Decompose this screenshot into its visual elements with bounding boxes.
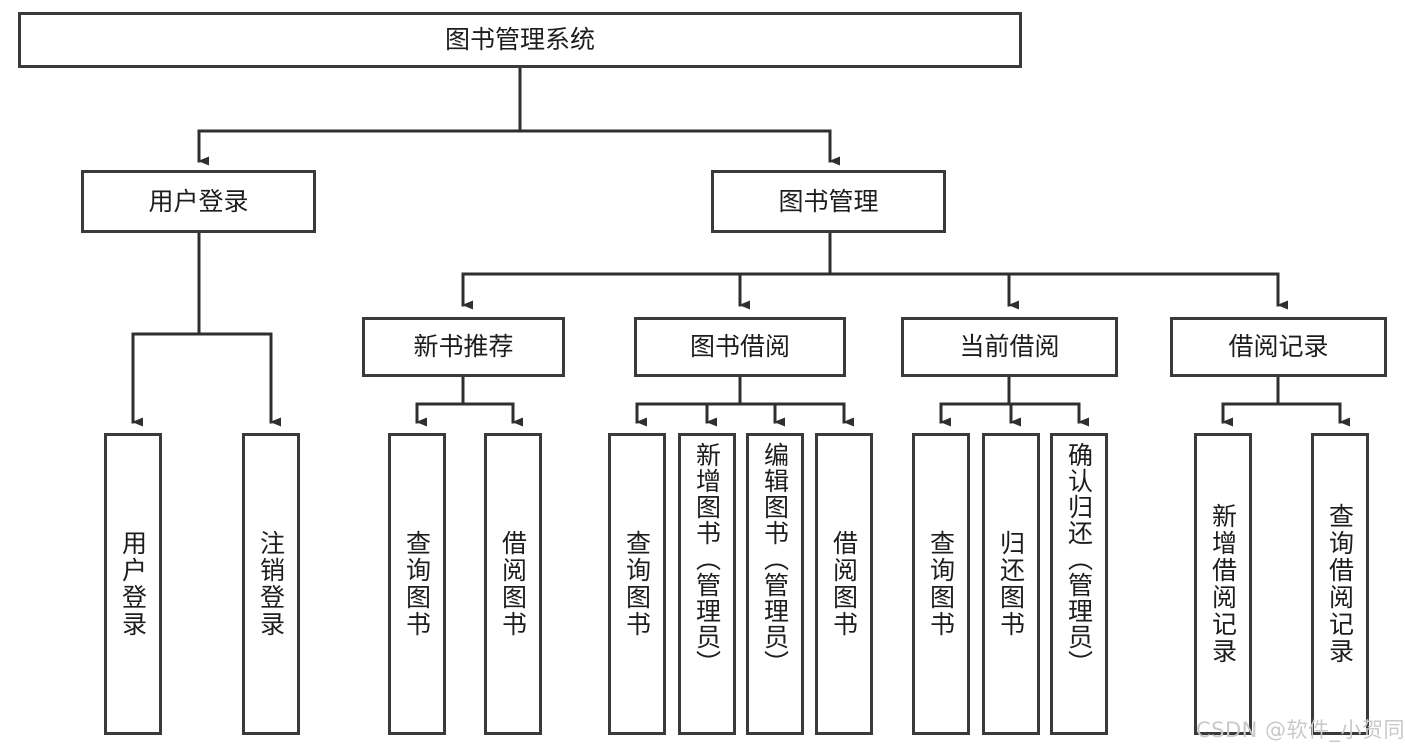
leaf-new-book-borrow[interactable]: 借阅图书	[484, 433, 542, 735]
node-root[interactable]: 图书管理系统	[18, 12, 1022, 68]
node-book-borrow-label: 图书借阅	[689, 332, 790, 362]
leaf-borrow-edit-book[interactable]: 编辑图书（管理员）	[746, 433, 804, 735]
leaf-borrow-borrow-book[interactable]: 借阅图书	[815, 433, 873, 735]
leaf-user-login-logout[interactable]: 注销登录	[242, 433, 300, 735]
node-user-login-label: 用户登录	[148, 186, 249, 216]
node-user-login[interactable]: 用户登录	[81, 170, 316, 233]
leaf-user-login-login[interactable]: 用户登录	[104, 433, 162, 735]
node-new-book-recommend-label: 新书推荐	[413, 332, 514, 362]
leaf-user-login-logout-label: 注销登录	[256, 530, 286, 638]
leaf-current-return-book[interactable]: 归还图书	[982, 433, 1040, 735]
leaf-current-confirm-return[interactable]: 确认归还（管理员）	[1050, 433, 1108, 735]
node-book-management-label: 图书管理	[778, 186, 879, 216]
leaf-record-query[interactable]: 查询借阅记录	[1311, 433, 1369, 735]
leaf-record-query-label: 查询借阅记录	[1325, 503, 1355, 665]
node-borrow-record[interactable]: 借阅记录	[1170, 317, 1387, 377]
leaf-borrow-edit-book-label: 编辑图书（管理员）	[760, 442, 790, 676]
leaf-current-return-book-label: 归还图书	[996, 530, 1026, 638]
leaf-user-login-login-label: 用户登录	[118, 530, 148, 638]
node-root-label: 图书管理系统	[444, 25, 595, 55]
leaf-current-confirm-return-label: 确认归还（管理员）	[1064, 442, 1094, 676]
leaf-record-add[interactable]: 新增借阅记录	[1194, 433, 1252, 735]
leaf-record-add-label: 新增借阅记录	[1208, 503, 1238, 665]
leaf-borrow-add-book[interactable]: 新增图书（管理员）	[678, 433, 736, 735]
leaf-borrow-borrow-book-label: 借阅图书	[829, 530, 859, 638]
node-book-borrow[interactable]: 图书借阅	[634, 317, 846, 377]
leaf-borrow-query-book[interactable]: 查询图书	[608, 433, 666, 735]
leaf-current-query-book-label: 查询图书	[926, 530, 956, 638]
leaf-new-book-query-label: 查询图书	[402, 530, 432, 638]
leaf-new-book-query[interactable]: 查询图书	[388, 433, 446, 735]
node-book-management[interactable]: 图书管理	[711, 170, 946, 233]
leaf-current-query-book[interactable]: 查询图书	[912, 433, 970, 735]
node-new-book-recommend[interactable]: 新书推荐	[362, 317, 565, 377]
leaf-borrow-query-book-label: 查询图书	[622, 530, 652, 638]
node-current-borrow-label: 当前借阅	[959, 332, 1060, 362]
node-borrow-record-label: 借阅记录	[1228, 332, 1329, 362]
leaf-borrow-add-book-label: 新增图书（管理员）	[692, 442, 722, 676]
leaf-new-book-borrow-label: 借阅图书	[498, 530, 528, 638]
node-current-borrow[interactable]: 当前借阅	[901, 317, 1118, 377]
